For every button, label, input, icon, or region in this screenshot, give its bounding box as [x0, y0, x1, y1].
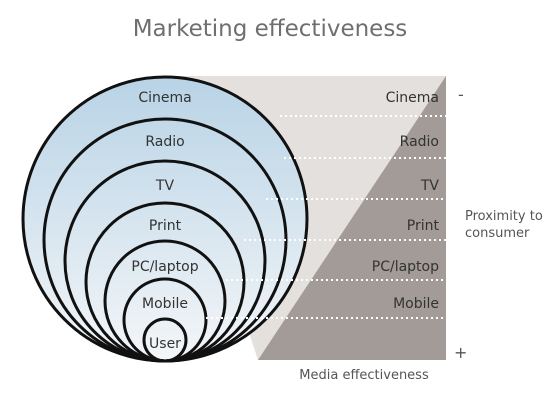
diagram-title: Marketing effectiveness — [133, 16, 408, 42]
y-axis-label-line1: Proximity to — [465, 209, 543, 224]
axis-annotations: - + Proximity to consumer Media effectiv… — [299, 85, 543, 383]
circle-label-tv: TV — [155, 178, 175, 194]
axis-minus-sign: - — [458, 85, 464, 104]
right-label-print: Print — [407, 218, 440, 234]
right-label-tv: TV — [420, 178, 440, 194]
right-label-pc-laptop: PC/laptop — [372, 259, 439, 275]
right-label-mobile: Mobile — [393, 296, 439, 312]
right-label-cinema: Cinema — [386, 90, 439, 106]
circle-group — [21, 75, 309, 363]
circle-label-mobile: Mobile — [142, 296, 188, 312]
circle-label-cinema: Cinema — [138, 90, 191, 106]
dotted-guides — [206, 115, 446, 319]
right-labels: Cinema Radio TV Print PC/laptop Mobile — [372, 90, 440, 312]
axis-plus-sign: + — [454, 343, 467, 362]
circle-label-print: Print — [149, 218, 182, 234]
circle-label-pc-laptop: PC/laptop — [131, 259, 198, 275]
x-axis-label: Media effectiveness — [299, 368, 429, 383]
circle-label-radio: Radio — [145, 134, 184, 150]
circle-user — [142, 317, 188, 363]
right-label-radio: Radio — [400, 134, 439, 150]
circle-labels: Cinema Radio TV Print PC/laptop Mobile U… — [131, 90, 198, 352]
triangle-dark-panel — [258, 76, 446, 360]
y-axis-label-line2: consumer — [465, 226, 530, 241]
circle-label-user: User — [149, 336, 181, 352]
